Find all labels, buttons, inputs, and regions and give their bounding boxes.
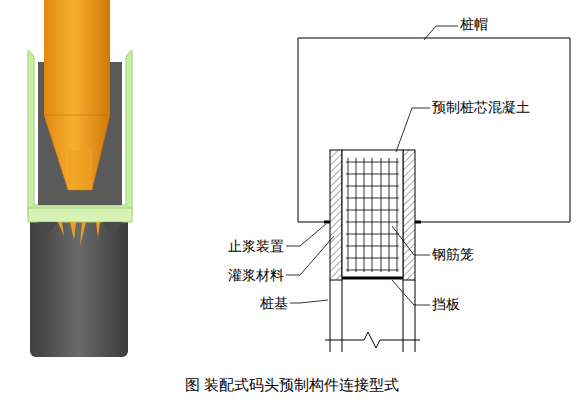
rebar-stirrup bbox=[346, 198, 399, 199]
rebar-stirrup bbox=[346, 222, 399, 223]
part-label: 灌浆材料 bbox=[228, 268, 284, 283]
rebar-stirrup bbox=[346, 162, 399, 163]
part-label: 桩基 bbox=[260, 296, 288, 311]
rebar-bar bbox=[389, 158, 390, 272]
rebar-bar bbox=[356, 158, 357, 272]
rebar-stirrup bbox=[346, 234, 399, 235]
rebar-bar bbox=[348, 158, 349, 272]
pile-section bbox=[298, 38, 570, 352]
rebar-bar bbox=[364, 158, 365, 272]
rebar-stirrup bbox=[346, 270, 399, 271]
rebar-stirrup bbox=[346, 258, 399, 259]
figure-caption: 图 装配式码头预制构件连接型式 bbox=[185, 376, 400, 395]
leader-lines bbox=[286, 26, 458, 305]
rebar-stirrup bbox=[346, 174, 399, 175]
rebar-bar bbox=[397, 158, 398, 272]
rebar-stirrup bbox=[346, 186, 399, 187]
rebar-stirrup bbox=[346, 246, 399, 247]
part-label: 预制桩芯混凝土 bbox=[432, 100, 530, 115]
rebar-stirrup bbox=[346, 210, 399, 211]
rebar-bar bbox=[372, 158, 373, 272]
part-label: 止浆装置 bbox=[228, 239, 284, 254]
part-label: 钢筋笼 bbox=[432, 247, 474, 262]
part-label: 挡板 bbox=[432, 297, 460, 312]
rebar-bar bbox=[381, 158, 382, 272]
pile-3d-view bbox=[28, 0, 132, 357]
part-label: 桩帽 bbox=[460, 17, 488, 32]
